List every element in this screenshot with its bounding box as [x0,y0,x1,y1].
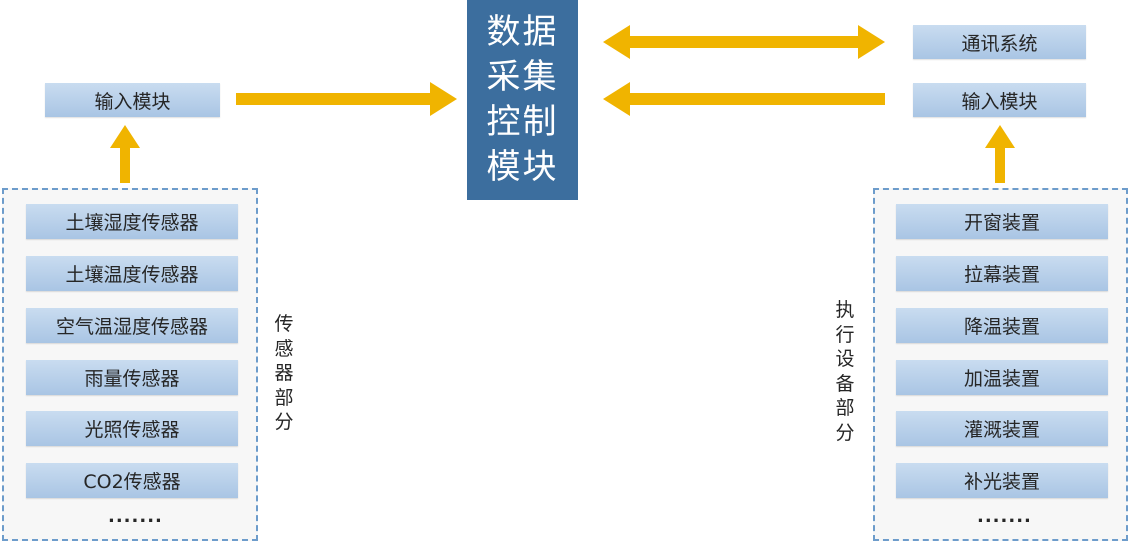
arrow-input-to-central-right [603,82,885,116]
data-acquisition-control-module: 数据 采集 控制 模块 [467,0,578,200]
central-line-2: 采集 [486,57,559,97]
device-item: 灌溉装置 [896,411,1108,446]
central-line-3: 控制 [486,102,559,142]
device-item: 加温装置 [896,360,1108,395]
sensor-item: 光照传感器 [26,411,238,446]
sensor-ellipsis: ....... [108,506,163,527]
device-item: 降温装置 [896,308,1108,343]
sensor-item: CO2传感器 [26,463,238,498]
actuator-group-label: 执行设备部分 [835,299,855,444]
arrow-central-comm-bidirectional [603,25,885,59]
left-input-module: 输入模块 [45,83,220,117]
central-line-1: 数据 [486,12,559,52]
sensor-item: 土壤温度传感器 [26,256,238,291]
sensor-item: 空气温湿度传感器 [26,308,238,343]
arrow-devices-to-input [985,125,1015,183]
communication-system: 通讯系统 [913,25,1086,59]
arrow-sensors-to-input [110,125,140,183]
sensor-item: 土壤湿度传感器 [26,204,238,239]
sensor-group-label: 传感器部分 [274,313,294,433]
arrow-input-to-central [236,82,457,116]
right-input-module: 输入模块 [913,83,1086,117]
sensor-item: 雨量传感器 [26,360,238,395]
device-item: 补光装置 [896,463,1108,498]
device-item: 开窗装置 [896,204,1108,239]
device-item: 拉幕装置 [896,256,1108,291]
central-line-4: 模块 [486,147,559,187]
device-ellipsis: ....... [977,506,1032,527]
